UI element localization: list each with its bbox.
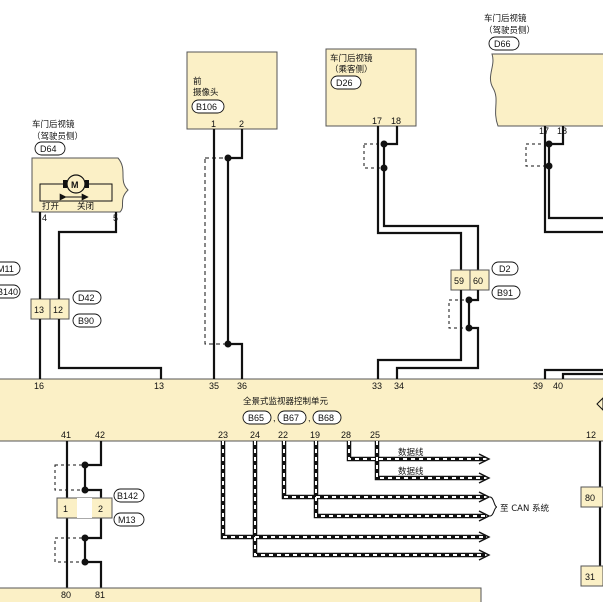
cu-pin-24: 24 bbox=[250, 430, 260, 440]
unit-code-b68: B68 bbox=[318, 413, 334, 423]
d26-pin-17: 17 bbox=[372, 116, 382, 126]
can-bracket bbox=[489, 496, 498, 517]
data-line-label-1: 数据线 bbox=[398, 447, 424, 458]
right-edge-connector-80 bbox=[580, 486, 603, 508]
d66-shield bbox=[525, 143, 550, 167]
d66-wires bbox=[543, 126, 603, 379]
right-edge-pin-12: 12 bbox=[586, 430, 596, 440]
cu-pin-42: 42 bbox=[95, 430, 105, 440]
d64-code: D64 bbox=[40, 144, 57, 154]
left-connector-pin-13: 13 bbox=[34, 305, 44, 315]
unit-code-b67: B67 bbox=[283, 413, 299, 423]
cu-pin-40: 40 bbox=[553, 381, 563, 391]
lower-connector-pin-1: 1 bbox=[63, 504, 68, 514]
right-edge-pin-80: 80 bbox=[585, 493, 595, 503]
b106-pin-2: 2 bbox=[239, 119, 244, 129]
d66-title: 车门后视镜 bbox=[484, 13, 527, 24]
cu-pin-13: 13 bbox=[154, 381, 164, 391]
cu-pin-39: 39 bbox=[533, 381, 543, 391]
d64-close-label: 关闭 bbox=[77, 201, 94, 212]
cu-pin-35: 35 bbox=[209, 381, 219, 391]
d26-subtitle: （乘客侧） bbox=[330, 64, 373, 75]
svg-text:,: , bbox=[308, 413, 311, 423]
d64-wires bbox=[38, 212, 163, 379]
b106-title: 前 bbox=[193, 76, 202, 87]
d64-title: 车门后视镜 bbox=[32, 119, 75, 130]
cu-pin-28: 28 bbox=[341, 430, 351, 440]
left-connector-code-b90: B90 bbox=[78, 316, 94, 326]
left-connector-pin-12: 12 bbox=[53, 305, 63, 315]
can-lines bbox=[220, 441, 491, 561]
d64-pin-4: 4 bbox=[42, 213, 47, 223]
lower-unit-box bbox=[0, 587, 482, 602]
lower-unit-pin-81: 81 bbox=[95, 590, 105, 600]
lower-connector-code-m13: M13 bbox=[118, 515, 136, 525]
cu-pin-23: 23 bbox=[218, 430, 228, 440]
control-unit-title: 全景式监视器控制单元 bbox=[243, 396, 329, 407]
cu-pin-36: 36 bbox=[237, 381, 247, 391]
cu-pin-34: 34 bbox=[394, 381, 404, 391]
d66-subtitle: （驾驶员侧） bbox=[484, 25, 535, 36]
d26-wires bbox=[376, 126, 480, 270]
right-connector-shield bbox=[448, 299, 470, 329]
lower-shield-top bbox=[54, 464, 86, 491]
control-unit-codes: B65 , B67 , B68 bbox=[242, 410, 342, 425]
d64-open-label: 打开 bbox=[42, 201, 60, 212]
d26-code: D26 bbox=[336, 78, 353, 88]
d26-shield bbox=[363, 143, 385, 169]
left-connector-code-d42: D42 bbox=[78, 293, 95, 303]
right-connector-code-d2: D2 bbox=[499, 264, 511, 274]
lower-connector-code-b142: B142 bbox=[117, 491, 138, 501]
cu-pin-22: 22 bbox=[278, 430, 288, 440]
cu-pin-41: 41 bbox=[61, 430, 71, 440]
d66-body bbox=[489, 53, 603, 127]
lower-connector-pin-2: 2 bbox=[98, 504, 103, 514]
unit-code-b65: B65 bbox=[248, 413, 264, 423]
cu-pin-33: 33 bbox=[372, 381, 382, 391]
control-unit-box bbox=[0, 378, 603, 442]
cu-pin-16: 16 bbox=[34, 381, 44, 391]
d66-code: D66 bbox=[494, 39, 511, 49]
cu-pin-19: 19 bbox=[310, 430, 320, 440]
right-connector-code-b91: B91 bbox=[497, 288, 513, 298]
d26-pin-18: 18 bbox=[391, 116, 401, 126]
right-connector-pin-59: 59 bbox=[454, 276, 464, 286]
b106-shield bbox=[204, 157, 229, 345]
side-code-m11: M11 bbox=[0, 264, 14, 274]
right-edge-connector-31 bbox=[580, 565, 603, 587]
right-edge-pin-31: 31 bbox=[585, 572, 595, 582]
side-code-b140: B140 bbox=[0, 287, 18, 297]
cu-pin-25: 25 bbox=[370, 430, 380, 440]
b106-box bbox=[186, 51, 278, 130]
motor-symbol: M bbox=[71, 180, 79, 190]
b106-subtitle: 摄像头 bbox=[193, 87, 219, 98]
d26-lower-wires bbox=[376, 290, 480, 379]
svg-text:,: , bbox=[273, 413, 276, 423]
right-connector-pin-60: 60 bbox=[473, 276, 483, 286]
can-system-label: 至 CAN 系统 bbox=[500, 503, 550, 514]
d64-subtitle: （驾驶员侧） bbox=[32, 131, 83, 142]
lower-unit-pin-80: 80 bbox=[61, 590, 71, 600]
lower-shield-bottom bbox=[54, 537, 86, 563]
d26-title: 车门后视镜 bbox=[330, 53, 373, 64]
b106-code: B106 bbox=[196, 102, 217, 112]
data-line-label-2: 数据线 bbox=[398, 466, 424, 477]
b106-pin-1: 1 bbox=[211, 119, 216, 129]
